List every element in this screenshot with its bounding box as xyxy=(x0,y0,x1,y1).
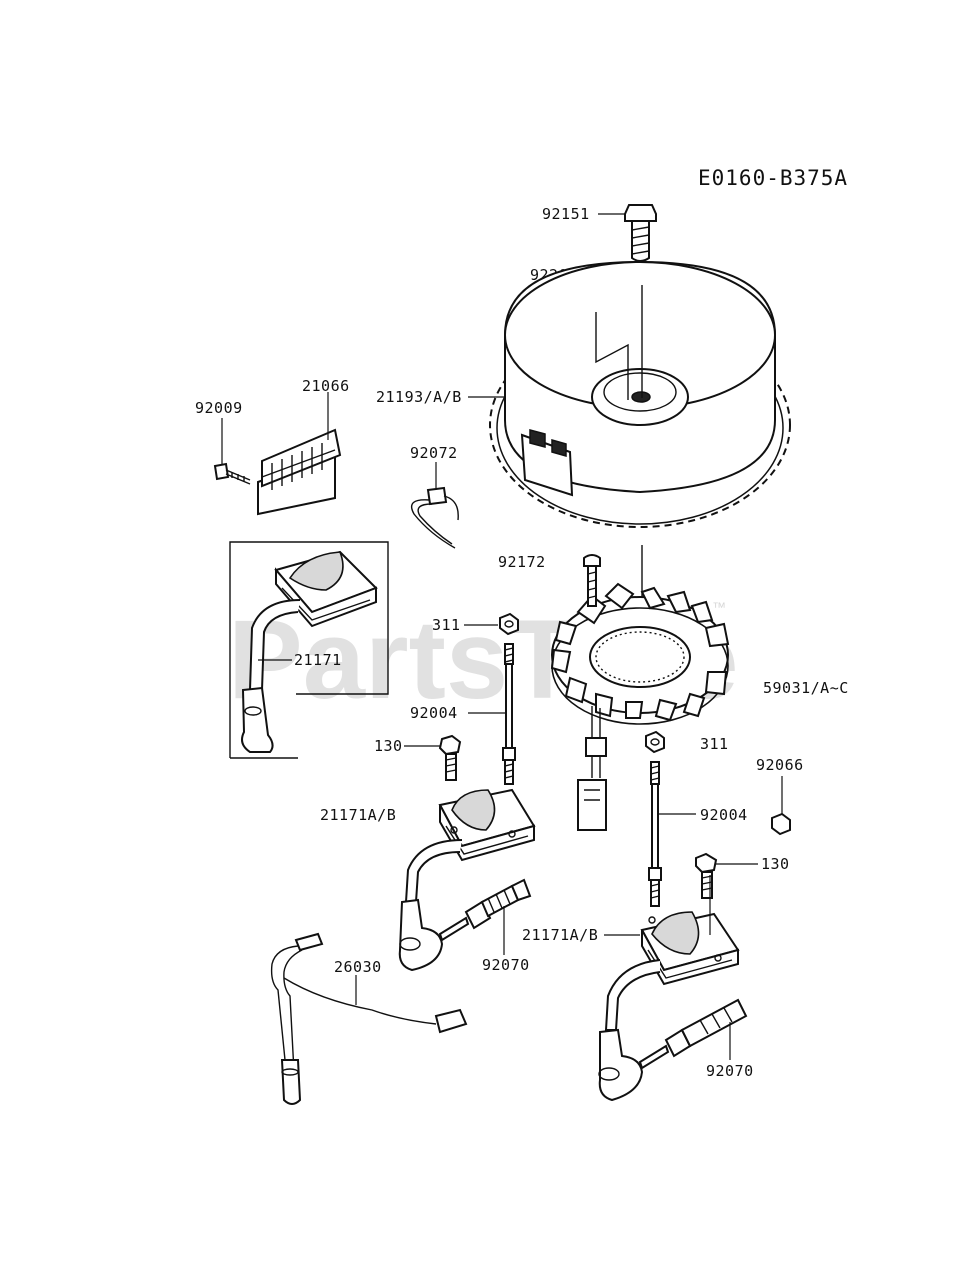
label-21171AB-right: 21171A/B xyxy=(522,926,598,944)
coil-bolt-right[interactable] xyxy=(695,852,718,899)
nut-left[interactable] xyxy=(499,612,519,636)
label-92004-left: 92004 xyxy=(410,704,458,722)
stud-right[interactable] xyxy=(648,761,662,907)
label-92009: 92009 xyxy=(195,399,243,417)
label-92070-left: 92070 xyxy=(482,956,530,974)
diagram-code: E0160-B375A xyxy=(698,166,848,190)
ignition-coil-left[interactable] xyxy=(398,788,536,972)
label-21193: 21193/A/B xyxy=(376,388,462,406)
flywheel-bolt[interactable] xyxy=(624,204,657,262)
stud-left[interactable] xyxy=(502,643,516,785)
wiring-harness[interactable] xyxy=(270,932,468,1105)
label-59031: 59031/A~C xyxy=(763,679,849,697)
label-130-right: 130 xyxy=(761,855,790,873)
nut-right[interactable] xyxy=(645,730,665,754)
ignition-coil-inset[interactable] xyxy=(229,541,389,759)
stator-screw[interactable] xyxy=(583,554,601,607)
label-26030: 26030 xyxy=(334,958,382,976)
label-92066: 92066 xyxy=(756,756,804,774)
label-92151: 92151 xyxy=(542,205,590,223)
label-21066: 21066 xyxy=(302,377,350,395)
label-311-right: 311 xyxy=(700,735,729,753)
stator[interactable] xyxy=(550,582,730,831)
label-21171AB-left: 21171A/B xyxy=(320,806,396,824)
label-311-left: 311 xyxy=(432,616,461,634)
regulator[interactable] xyxy=(257,428,342,516)
label-92172: 92172 xyxy=(498,553,546,571)
ignition-coil-right[interactable] xyxy=(598,911,740,1102)
label-92004-right: 92004 xyxy=(700,806,748,824)
coil-bolt-left[interactable] xyxy=(438,734,462,781)
nut-92066[interactable] xyxy=(771,812,791,836)
label-130-left: 130 xyxy=(374,737,403,755)
flywheel[interactable] xyxy=(489,260,791,528)
cable-band[interactable] xyxy=(410,486,459,549)
regulator-screw[interactable] xyxy=(213,462,251,485)
spark-plug-left[interactable] xyxy=(438,878,532,942)
spark-plug-right[interactable] xyxy=(638,998,748,1070)
label-92072: 92072 xyxy=(410,444,458,462)
label-21171: 21171 xyxy=(294,651,342,669)
label-92070-right: 92070 xyxy=(706,1062,754,1080)
watermark-trademark: ™ xyxy=(712,599,726,615)
